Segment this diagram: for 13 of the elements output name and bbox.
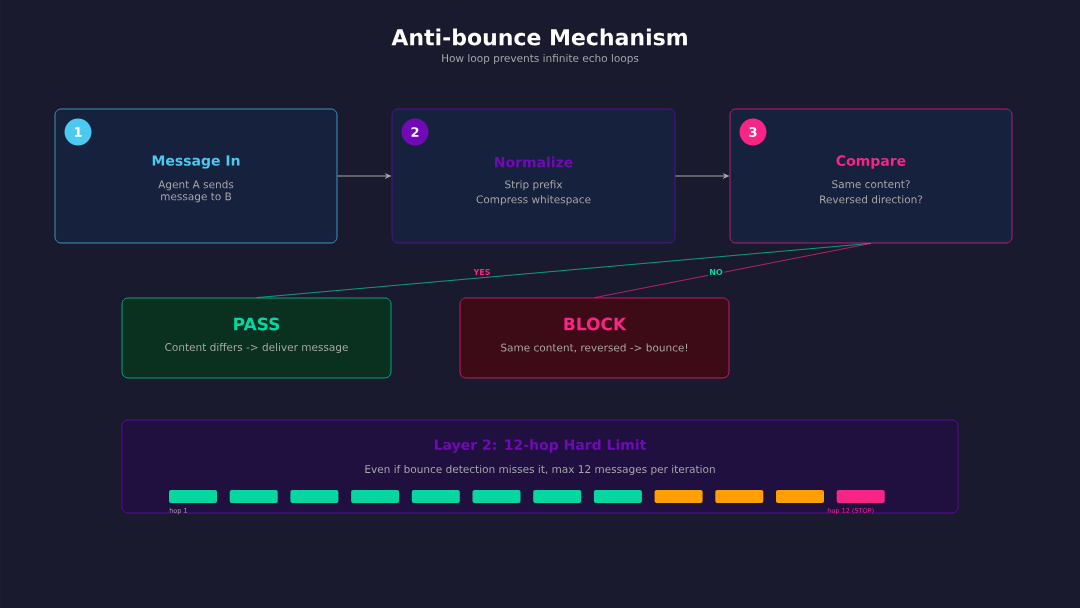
step-badge: 2 <box>401 118 429 146</box>
subtitle: How loop prevents infinite echo loops <box>442 53 639 65</box>
connector <box>594 243 872 298</box>
edge-label: YES <box>472 267 492 276</box>
edge-label: NO <box>708 267 724 276</box>
title: Anti-bounce Mechanism <box>391 28 687 46</box>
result-box: PASS Content differs -> deliver message <box>121 297 392 379</box>
step-badge: 3 <box>739 118 767 146</box>
process-box: 1 Message In Agent A sends message to B <box>54 108 338 244</box>
step-badge: 1 <box>64 118 92 146</box>
process-box: 3 Compare Same content? Reversed direction? <box>729 108 1013 244</box>
process-box: 2 Normalize Strip prefix Compress whitespace <box>391 108 676 244</box>
result-box: BLOCK Same content, reversed -> bounce! <box>459 297 730 379</box>
